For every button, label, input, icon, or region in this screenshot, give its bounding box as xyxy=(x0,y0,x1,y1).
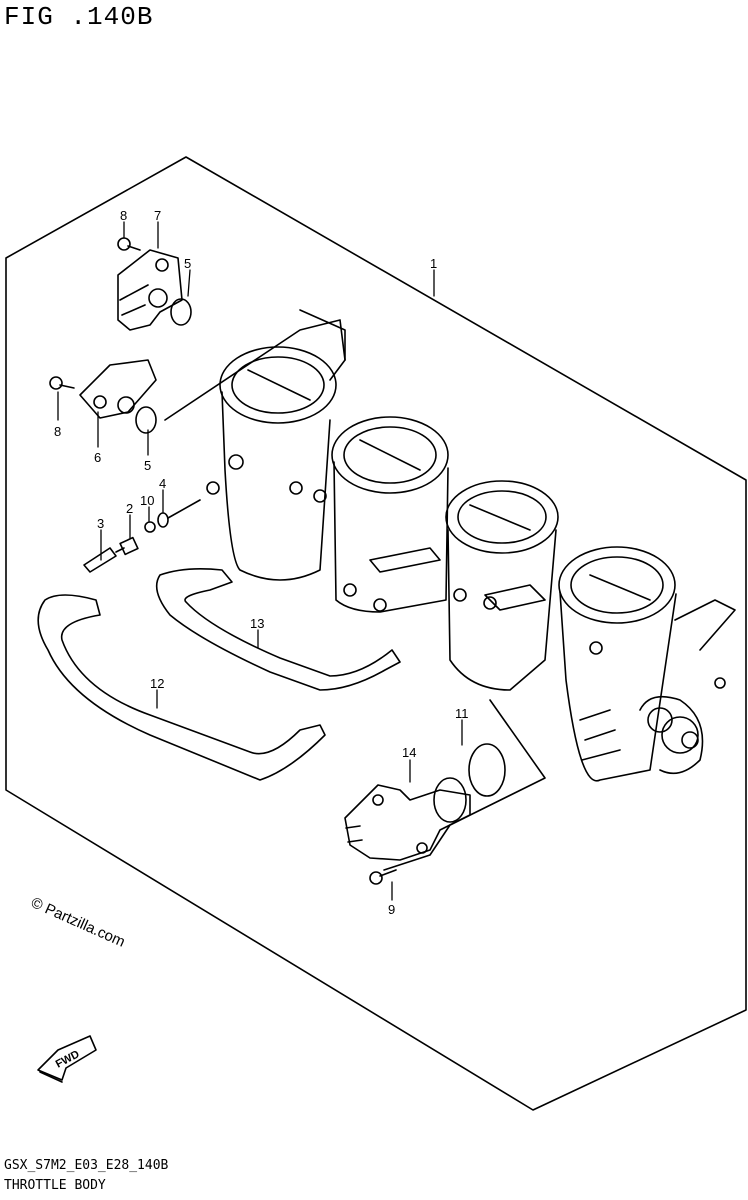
idle-speed-valve xyxy=(344,777,471,861)
callout-2: 2 xyxy=(126,501,133,516)
screw-9 xyxy=(369,869,397,885)
figure-code: GSX_S7M2_E03_E28_140B xyxy=(4,1158,169,1173)
callout-8-lower: 8 xyxy=(54,424,61,439)
callout-1: 1 xyxy=(430,256,437,271)
assembly-boundary xyxy=(5,156,747,1111)
callout-9: 9 xyxy=(388,902,395,917)
throttle-position-sensor xyxy=(117,249,183,331)
secondary-throttle-sensor xyxy=(79,359,157,419)
callout-14: 14 xyxy=(402,745,416,760)
callout-5-upper: 5 xyxy=(184,256,191,271)
hose-13 xyxy=(155,568,401,691)
o-ring-5-lower xyxy=(135,406,157,434)
callout-5-lower: 5 xyxy=(144,458,151,473)
hose-12 xyxy=(37,594,326,781)
callout-6: 6 xyxy=(94,450,101,465)
callout-4: 4 xyxy=(159,476,166,491)
throttle-body-assembly xyxy=(164,309,736,782)
cap-4 xyxy=(157,512,169,528)
o-ring-5-upper xyxy=(170,298,192,326)
callout-11: 11 xyxy=(455,706,469,721)
screw-8-lower xyxy=(49,376,75,390)
leader-lines xyxy=(57,221,463,901)
figure-caption: THROTTLE BODY xyxy=(4,1178,106,1193)
screw-8-upper xyxy=(117,237,141,251)
fwd-arrow-icon xyxy=(37,1035,97,1083)
figure-title: FIG .140B xyxy=(4,2,154,32)
washer-10 xyxy=(144,521,156,533)
callout-8-upper: 8 xyxy=(120,208,127,223)
fitting-3 xyxy=(83,547,125,573)
callout-3: 3 xyxy=(97,516,104,531)
callout-13: 13 xyxy=(250,616,264,631)
watermark: © Partzilla.com xyxy=(28,894,127,951)
fitting-2 xyxy=(119,536,139,556)
callout-labels: 1 7 8 5 8 6 5 4 10 2 3 13 12 11 14 9 xyxy=(54,208,469,917)
o-ring-11 xyxy=(468,743,506,797)
callout-12: 12 xyxy=(150,676,164,691)
callout-7: 7 xyxy=(154,208,161,223)
callout-10: 10 xyxy=(140,493,154,508)
